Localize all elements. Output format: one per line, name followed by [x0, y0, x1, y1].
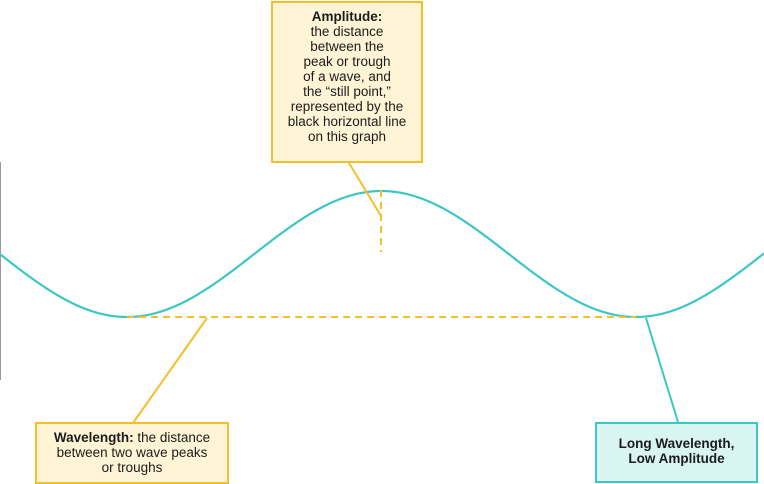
amplitude-line-6: represented by the [290, 99, 404, 114]
amplitude-callout: Amplitude: the distance between the peak… [271, 1, 423, 163]
amplitude-line-2: between the [310, 39, 384, 54]
wave-curve [0, 189, 764, 319]
amplitude-line-5: the “still point,” [303, 84, 391, 99]
long-wavelength-line-1: Long Wavelength, [618, 436, 735, 451]
amplitude-line-4: of a wave, and [303, 69, 391, 84]
amplitude-line-1: the distance [310, 24, 384, 39]
wavelength-line-3: or troughs [101, 460, 163, 475]
long-wavelength-leader-line [645, 317, 679, 423]
wavelength-title: Wavelength: [53, 430, 134, 445]
long-wavelength-line-2: Low Amplitude [628, 451, 725, 466]
wavelength-leader-line [132, 317, 208, 424]
wavelength-callout: Wavelength: the distance between two wav… [35, 422, 229, 484]
amplitude-line-8: on this graph [307, 129, 387, 144]
wavelength-line-1: Wavelength: the distance [43, 430, 221, 445]
wavelength-line-2: between two wave peaks [56, 445, 208, 460]
amplitude-title: Amplitude: [311, 9, 383, 24]
wavelength-line-1-rest: the distance [133, 430, 211, 445]
long-wavelength-callout: Long Wavelength, Low Amplitude [595, 422, 758, 483]
amplitude-line-3: peak or trough [303, 54, 391, 69]
amplitude-leader-line [348, 162, 382, 217]
amplitude-line-7: black horizontal line [287, 114, 407, 129]
